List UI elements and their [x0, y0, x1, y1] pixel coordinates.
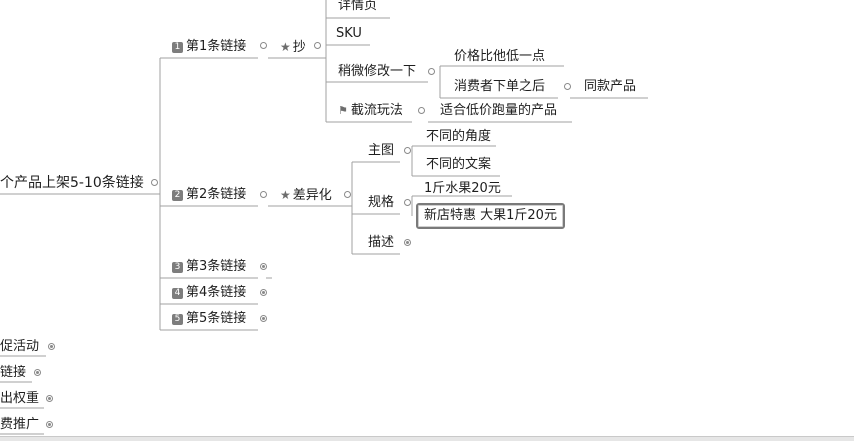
left-branch-2-expand-toggle[interactable]: [34, 369, 41, 376]
link-5-label: 第5条链接: [186, 311, 247, 326]
detail-page-label: 详情页: [338, 0, 378, 13]
after-order-topic[interactable]: 消费者下单之后: [454, 78, 545, 96]
left-branch-2-label: 链接: [0, 365, 27, 380]
fruit-price-topic[interactable]: 1斤水果20元: [424, 180, 501, 198]
different-copy-label: 不同的文案: [426, 157, 492, 172]
sku-label: SKU: [336, 26, 362, 41]
spec-label: 规格: [368, 195, 395, 210]
lower-price-topic[interactable]: 价格比他低一点: [454, 48, 545, 66]
different-angle-topic[interactable]: 不同的角度: [426, 128, 491, 146]
left-branch-1-topic[interactable]: 促活动: [0, 338, 39, 356]
left-branch-3-expand-toggle[interactable]: [46, 395, 53, 402]
after-order-collapse-toggle[interactable]: [564, 83, 571, 90]
new-store-offer-label: 新店特惠 大果1斤20元: [424, 208, 557, 223]
link-4-number-badge: 4: [172, 288, 183, 299]
intercept-topic[interactable]: ⚑截流玩法: [338, 102, 403, 120]
different-angle-label: 不同的角度: [426, 129, 492, 144]
link-2-collapse-toggle[interactable]: [260, 191, 267, 198]
intercept-collapse-toggle[interactable]: [418, 107, 425, 114]
left-branch-2-topic[interactable]: 链接: [0, 364, 26, 382]
detail-page-topic[interactable]: 详情页: [338, 0, 377, 15]
diff-topic[interactable]: ★差异化: [280, 186, 332, 205]
tweak-collapse-toggle[interactable]: [428, 68, 435, 75]
sku-topic[interactable]: SKU: [336, 25, 362, 43]
same-product-label: 同款产品: [584, 79, 637, 94]
main-image-topic[interactable]: 主图: [368, 142, 394, 160]
copy-label: 抄: [292, 40, 306, 55]
flag-icon: ⚑: [338, 104, 348, 117]
lower-price-label: 价格比他低一点: [454, 49, 546, 64]
intercept-desc-label: 适合低价跑量的产品: [440, 103, 558, 118]
copy-topic[interactable]: ★抄: [280, 38, 306, 57]
spec-topic[interactable]: 规格: [368, 194, 394, 212]
description-expand-toggle[interactable]: [404, 239, 411, 246]
spec-collapse-toggle[interactable]: [404, 199, 411, 206]
after-order-label: 消费者下单之后: [454, 79, 546, 94]
root-topic[interactable]: 个产品上架5-10条链接: [0, 174, 144, 192]
main-image-collapse-toggle[interactable]: [404, 147, 411, 154]
left-branch-1-label: 促活动: [0, 339, 40, 354]
root-collapse-toggle[interactable]: [151, 179, 158, 186]
diff-label: 差异化: [292, 188, 332, 203]
link-2-number-badge: 2: [172, 190, 183, 201]
diff-collapse-toggle[interactable]: [344, 191, 351, 198]
link-1-label: 第1条链接: [186, 39, 247, 54]
same-product-topic[interactable]: 同款产品: [584, 78, 636, 96]
link-4-label: 第4条链接: [186, 285, 247, 300]
intercept-label: 截流玩法: [350, 103, 403, 118]
left-branch-1-expand-toggle[interactable]: [48, 343, 55, 350]
tweak-label: 稍微修改一下: [338, 64, 417, 79]
root-topic-label: 个产品上架5-10条链接: [0, 175, 144, 191]
main-image-label: 主图: [368, 143, 395, 158]
link-5-expand-toggle[interactable]: [260, 315, 267, 322]
left-branch-4-expand-toggle[interactable]: [46, 421, 53, 428]
description-label: 描述: [368, 235, 395, 250]
link-2-label: 第2条链接: [186, 187, 247, 202]
left-branch-4-label: 费推广: [0, 417, 40, 432]
left-branch-3-topic[interactable]: 出权重: [0, 390, 39, 408]
link-1-collapse-toggle[interactable]: [260, 42, 267, 49]
different-copy-topic[interactable]: 不同的文案: [426, 156, 491, 174]
link-5-number-badge: 5: [172, 314, 183, 325]
fruit-price-label: 1斤水果20元: [424, 181, 501, 196]
intercept-desc-topic[interactable]: 适合低价跑量的产品: [440, 102, 557, 120]
link-3-number-badge: 3: [172, 262, 183, 273]
link-4-expand-toggle[interactable]: [260, 289, 267, 296]
star-icon: ★: [280, 188, 291, 202]
new-store-offer-topic[interactable]: 新店特惠 大果1斤20元: [416, 203, 565, 229]
description-topic[interactable]: 描述: [368, 234, 394, 252]
link-3-label: 第3条链接: [186, 259, 247, 274]
left-branch-3-label: 出权重: [0, 391, 40, 406]
left-branch-4-topic[interactable]: 费推广: [0, 416, 39, 434]
link-1-number-badge: 1: [172, 42, 183, 53]
star-icon: ★: [280, 40, 291, 54]
tweak-topic[interactable]: 稍微修改一下: [338, 63, 416, 81]
link-3-expand-toggle[interactable]: [260, 263, 267, 270]
copy-collapse-toggle[interactable]: [314, 42, 321, 49]
horizontal-scrollbar[interactable]: [0, 436, 854, 441]
